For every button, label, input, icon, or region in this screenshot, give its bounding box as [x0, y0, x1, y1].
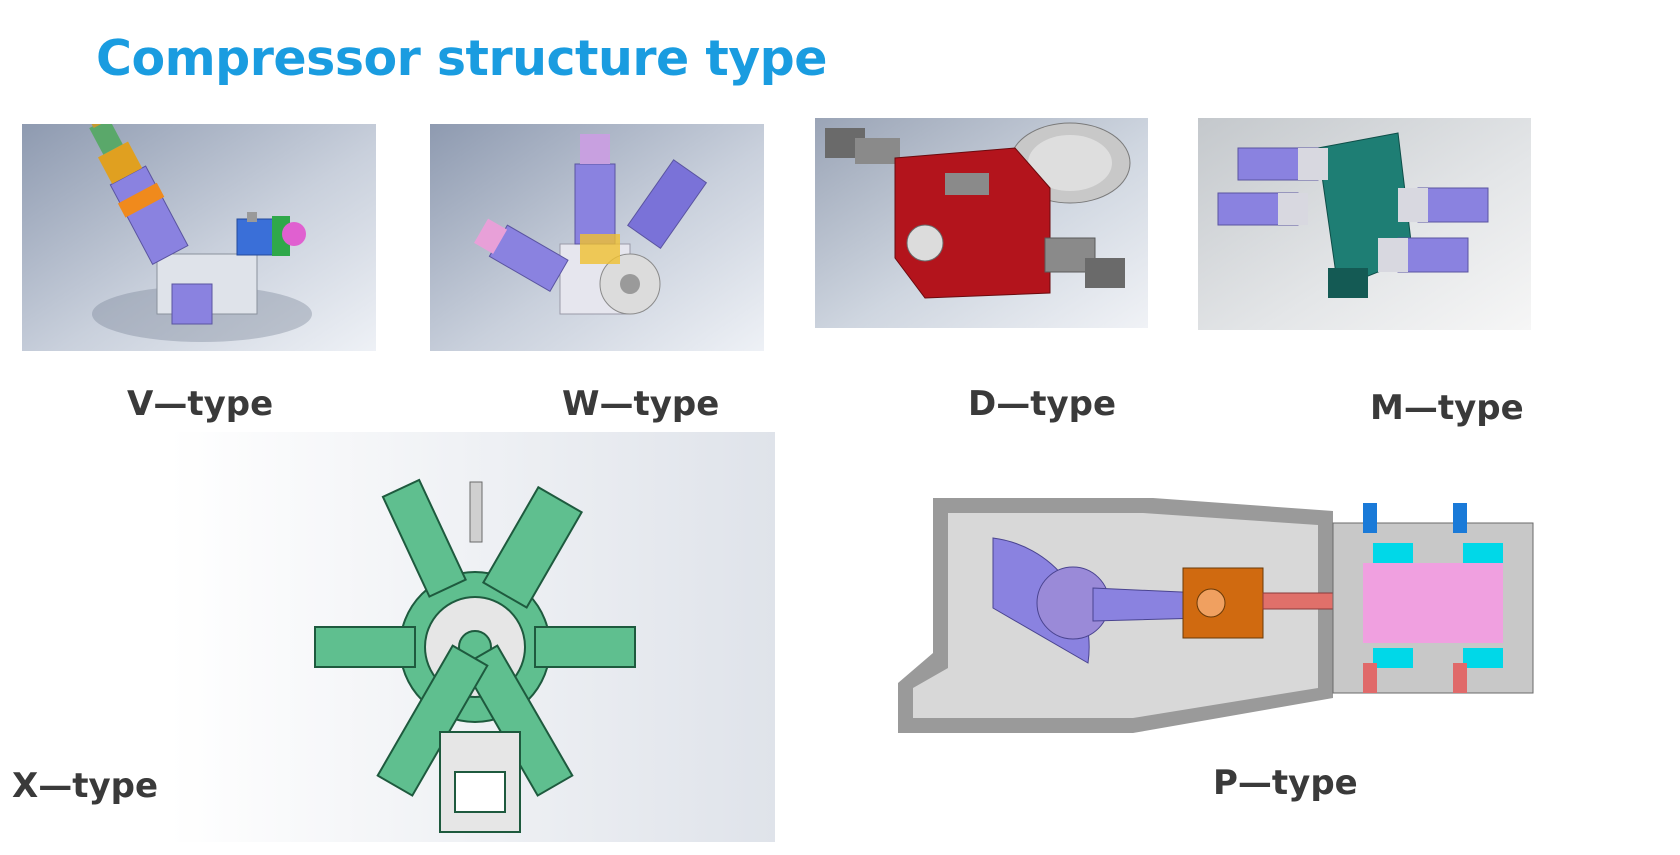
- v-type-image: [22, 124, 376, 351]
- w-type-image: [430, 124, 764, 351]
- x-type-label: X—type: [12, 766, 159, 806]
- d-type-label: D—type: [968, 384, 1117, 424]
- m-type-label: M—type: [1370, 388, 1524, 428]
- v-type-label: V—type: [127, 384, 274, 424]
- page-title: Compressor structure type: [96, 30, 828, 87]
- x-type-image: [170, 432, 775, 842]
- d-type-image: [815, 118, 1148, 328]
- w-type-label: W—type: [562, 384, 720, 424]
- m-type-image: [1198, 118, 1531, 330]
- p-type-label: P—type: [1213, 763, 1358, 803]
- p-type-image: [893, 493, 1580, 746]
